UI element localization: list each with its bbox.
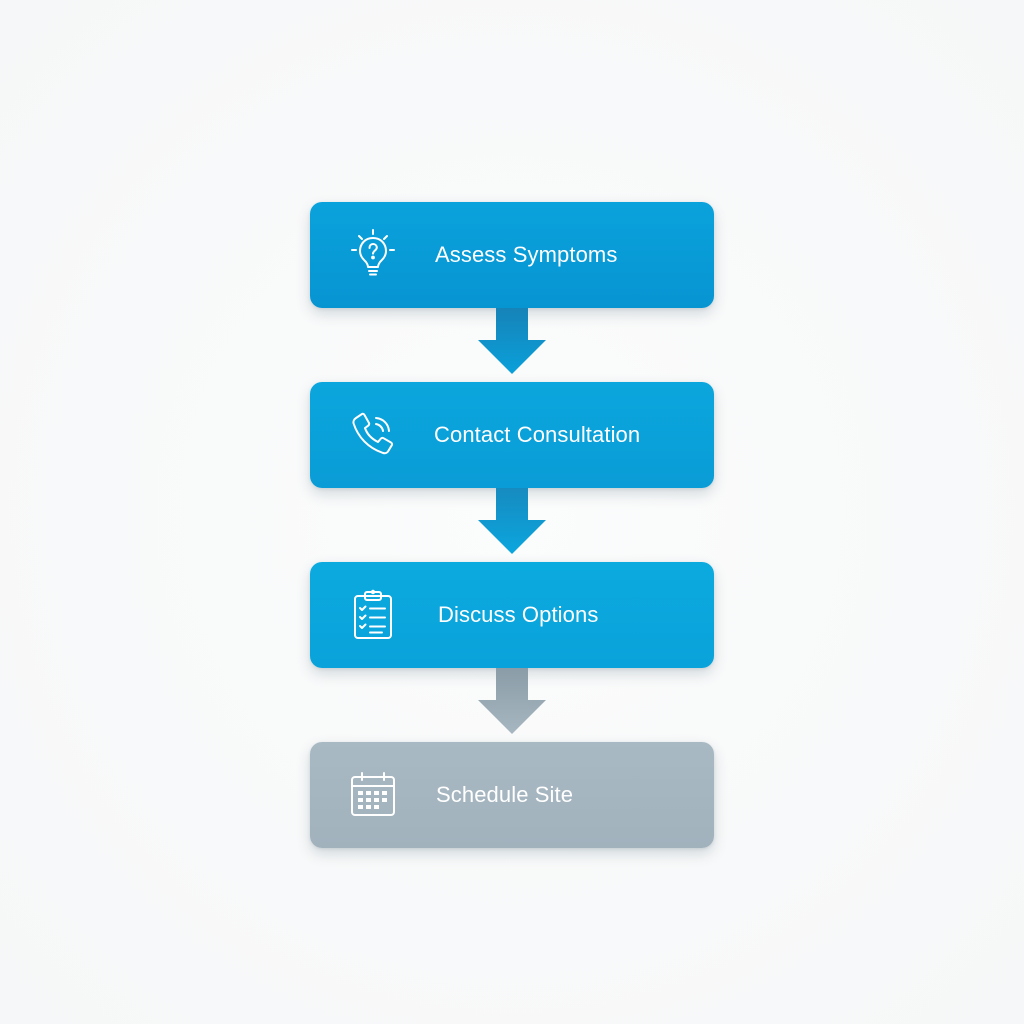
step-assess-symptoms[interactable]: Assess Symptoms: [310, 202, 714, 308]
step-label: Discuss Options: [438, 602, 599, 627]
step-label: Contact Consultation: [434, 422, 641, 447]
clipboard-checklist-icon: [346, 588, 400, 642]
flow-arrow: [310, 668, 714, 742]
step-label: Schedule Site: [436, 782, 574, 807]
flow-arrow: [310, 308, 714, 382]
calendar-icon: [346, 768, 400, 822]
lightbulb-question-icon: [346, 228, 400, 282]
phone-call-icon: [346, 408, 400, 462]
step-label: Assess Symptoms: [435, 242, 618, 267]
process-flowchart: Assess Symptoms: [310, 202, 714, 848]
step-contact-consultation[interactable]: Contact Consultation: [310, 382, 714, 488]
flow-arrow: [310, 488, 714, 562]
step-discuss-options[interactable]: Discuss Options: [310, 562, 714, 668]
step-schedule-site[interactable]: Schedule Site: [310, 742, 714, 848]
